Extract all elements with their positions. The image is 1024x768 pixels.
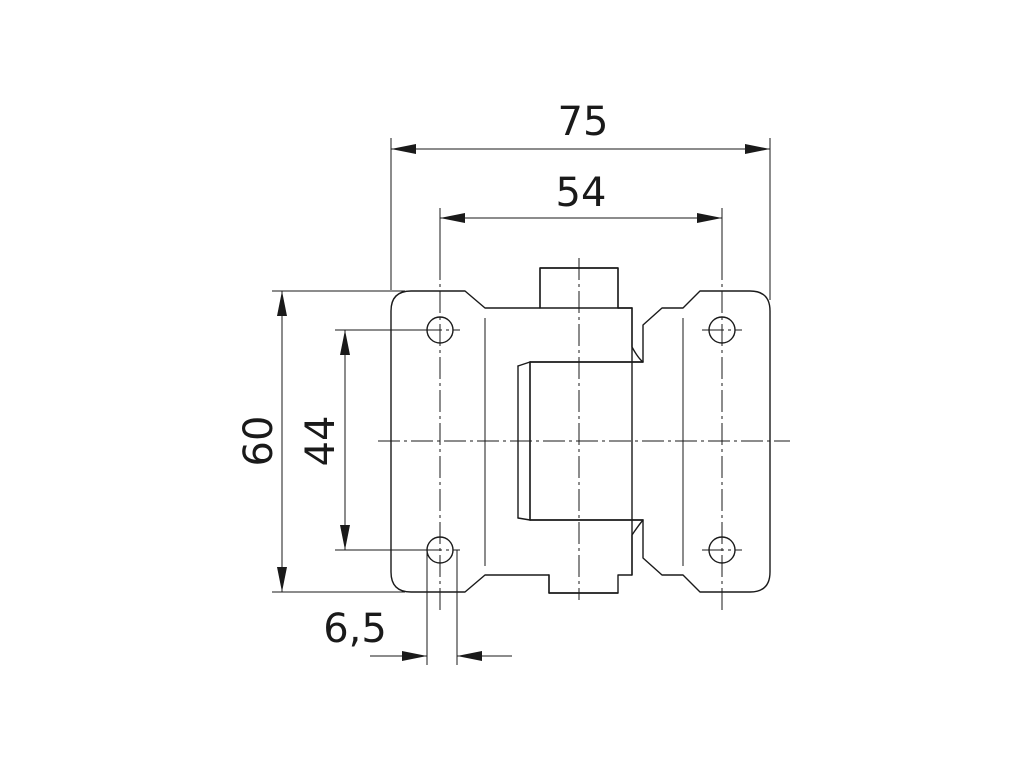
knuckle-chamfer-top bbox=[517, 361, 531, 367]
dim-65-label: 6,5 bbox=[323, 606, 387, 652]
dimension-hole-vertical-spacing: 44 bbox=[298, 329, 420, 551]
dim-60-label: 60 bbox=[236, 416, 282, 467]
dim-44-label: 44 bbox=[298, 416, 344, 467]
dim-54-arrow-left bbox=[440, 213, 465, 223]
dim-75-arrow-left bbox=[391, 144, 416, 154]
mounting-holes bbox=[426, 316, 736, 564]
dimension-overall-width: 75 bbox=[390, 99, 771, 300]
knuckle-chamfer-bottom bbox=[517, 517, 531, 521]
dim-65-arrow-right bbox=[457, 651, 482, 661]
dim-44-arrow-bottom bbox=[340, 525, 350, 550]
dim-65-arrow-left bbox=[402, 651, 427, 661]
dim-54-arrow-right bbox=[697, 213, 722, 223]
dim-54-label: 54 bbox=[556, 170, 607, 216]
dimension-hole-spacing: 54 bbox=[439, 170, 723, 258]
dim-75-label: 75 bbox=[558, 99, 609, 145]
center-lines bbox=[378, 258, 790, 612]
dim-60-arrow-bottom bbox=[277, 567, 287, 592]
dim-75-arrow-right bbox=[745, 144, 770, 154]
dimension-overall-height: 60 bbox=[236, 290, 405, 593]
hinge-outline bbox=[390, 267, 771, 594]
dim-44-arrow-top bbox=[340, 330, 350, 355]
dimension-hole-diameter: 6,5 bbox=[323, 550, 512, 665]
dim-60-arrow-top bbox=[277, 291, 287, 316]
